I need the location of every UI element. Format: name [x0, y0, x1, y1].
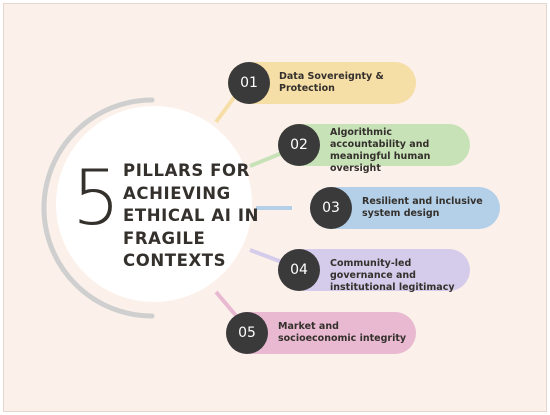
pillar-04-badge: 04: [278, 249, 320, 291]
pillar-05-badge: 05: [226, 312, 268, 354]
pillar-01-label: Data Sovereignty & Protection: [279, 71, 384, 94]
hub-circle: [56, 106, 252, 302]
hub-title: Pillars for achieving ethical AI in frag…: [123, 161, 260, 270]
pillar-04-label: Community-led governance and institution…: [330, 258, 455, 293]
pillar-01-badge: 01: [228, 62, 270, 104]
pillar-03-label: Resilient and inclusive system design: [362, 196, 483, 219]
connector-02: [249, 151, 283, 168]
pillar-05-label: Market and socioeconomic integrity: [278, 321, 407, 344]
hub-ring-arc: [41, 97, 155, 319]
pillar-02-label: Algorithmic accountability and meaningfu…: [330, 127, 431, 174]
connector-05: [214, 290, 240, 320]
connector-04: [249, 248, 283, 264]
hub-number: 5: [72, 153, 121, 242]
pillar-03-badge: 03: [310, 187, 352, 229]
pillar-02-badge: 02: [278, 124, 320, 166]
